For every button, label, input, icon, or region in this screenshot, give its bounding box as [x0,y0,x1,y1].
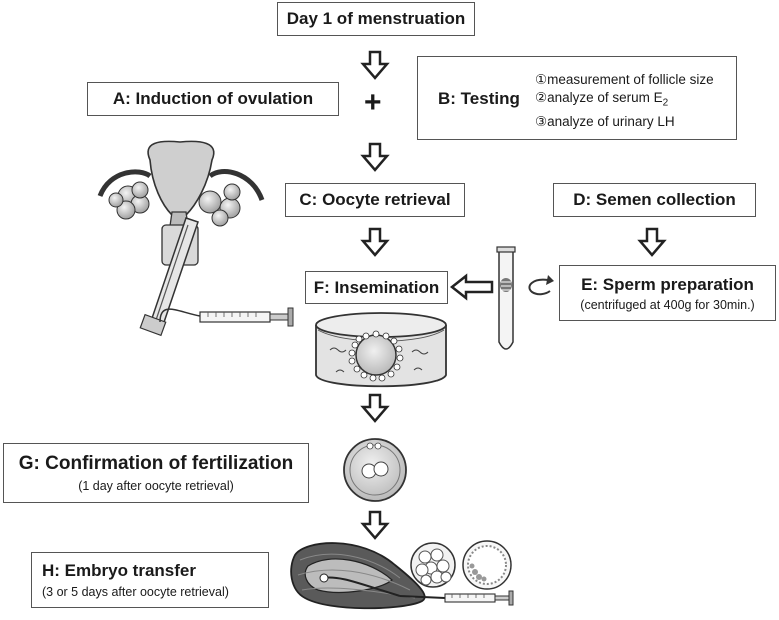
embryo-transfer-illustration [290,542,514,610]
step-b-list: ①measurement of follicle size ②analyze o… [535,71,714,131]
petri-dish-illustration [315,312,447,388]
plus-sign: + [364,86,382,119]
step-g-box: G: Confirmation of fertilization (1 day … [3,443,309,503]
step-d-label: D: Semen collection [573,190,736,209]
step-b-item-text: analyze of urinary LH [547,113,675,129]
step-b-item-text: measurement of follicle size [547,72,714,87]
step-b-item-number: ③ [535,113,548,129]
step-b-box: B: Testing ①measurement of follicle size… [417,56,737,140]
arrow-to-c [361,142,389,172]
step-a-label: A: Induction of ovulation [112,89,314,108]
step-h-note: (3 or 5 days after oocyte retrieval) [42,585,229,599]
step-h-title: H: Embryo transfer [42,561,196,580]
arrow-d-to-e [638,227,666,257]
arrow-day1-to-c [361,50,389,80]
syringe-icon [199,307,294,327]
step-g-title: G: Confirmation of fertilization [18,453,294,474]
arrow-c-to-f [361,227,389,257]
curved-arrow-icon [528,278,551,296]
step-e-box: E: Sperm preparation (centrifuged at 400… [559,265,776,321]
step-b-item-subscript: 2 [662,97,669,109]
step-g-note: (1 day after oocyte retrieval) [78,479,234,493]
step-day1-label: Day 1 of menstruation [286,9,466,28]
fertilized-egg-illustration [343,438,407,502]
step-h-box: H: Embryo transfer (3 or 5 days after oo… [31,552,269,608]
step-b-item: ②analyze of serum E2 [535,89,714,113]
transfer-syringe-icon [444,590,514,606]
step-b-title: B: Testing [438,89,520,108]
step-c-box: C: Oocyte retrieval [285,183,465,217]
step-f-box: F: Insemination [305,271,448,304]
embryo-illustration [410,540,512,590]
step-b-item: ③analyze of urinary LH [535,113,714,131]
step-b-item: ①measurement of follicle size [535,71,714,89]
step-b-item-number: ① [535,72,548,87]
step-b-item-number: ② [535,90,548,105]
step-d-box: D: Semen collection [553,183,756,217]
test-tube-icon [496,246,516,350]
step-day1-box: Day 1 of menstruation [277,2,475,36]
arrow-f-to-g [361,393,389,423]
curved-arrow-head [546,275,554,285]
arrow-e-to-f [449,273,494,301]
step-c-label: C: Oocyte retrieval [299,190,451,209]
arrow-g-to-h [361,510,389,540]
step-f-label: F: Insemination [313,277,440,297]
step-a-box: A: Induction of ovulation [87,82,339,116]
step-b-item-text: analyze of serum E [547,90,663,105]
step-e-title: E: Sperm preparation [581,274,754,294]
step-e-note: (centrifuged at 400g for 30min.) [580,297,755,312]
oocyte-retrieval-illustration [97,140,294,337]
